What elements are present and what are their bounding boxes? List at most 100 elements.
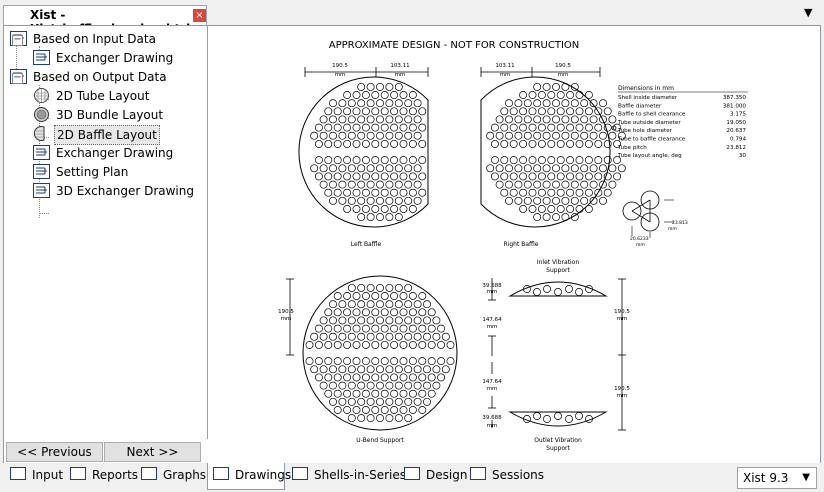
drawing-header: APPROXIMATE DESIGN - NOT FOR CONSTRUCTIO… — [329, 40, 580, 51]
tube-hole — [385, 99, 394, 108]
tube-hole — [361, 308, 370, 317]
tab-reports[interactable]: Reports — [68, 463, 139, 490]
dim-left-baffle — [304, 67, 429, 77]
tube-hole — [404, 397, 413, 406]
left-baffle-outline — [298, 76, 429, 228]
tube-hole — [547, 188, 556, 197]
tube-hole — [589, 115, 598, 124]
dim-vib-1-unit: mm — [487, 289, 498, 295]
dim-right-b-unit: mm — [558, 72, 569, 78]
tube-hole — [552, 164, 560, 173]
previous-button[interactable]: << Previous — [6, 442, 103, 462]
next-button[interactable]: Next >> — [104, 442, 201, 462]
tube-hole — [343, 292, 352, 300]
tube-hole — [371, 156, 380, 165]
tube-hole — [333, 139, 342, 148]
tube-hole — [361, 357, 370, 366]
tube-hole — [432, 365, 441, 374]
tube-hole — [528, 91, 537, 99]
tube-hole — [333, 123, 342, 132]
close-icon[interactable]: × — [193, 9, 206, 22]
tube-hole — [418, 389, 427, 398]
tube-hole — [333, 188, 342, 197]
tube-hole — [556, 205, 565, 213]
tube-hole — [352, 406, 361, 414]
dimension-label: Baffle to shell clearance — [618, 112, 686, 118]
tab-design[interactable]: Design — [402, 463, 467, 490]
collapse-toggle-icon[interactable]: − — [12, 72, 23, 84]
tube-hole — [310, 131, 319, 140]
tube-hole — [380, 156, 389, 165]
tube-hole — [533, 131, 542, 140]
tube-hole — [371, 292, 380, 300]
tube-hole — [552, 180, 560, 189]
tube-hole — [432, 316, 441, 325]
tube-hole — [570, 196, 579, 205]
tube-hole — [399, 389, 408, 398]
tube-hole — [561, 82, 570, 91]
tab-shells-in-series[interactable]: Shells-in-Series — [290, 463, 406, 490]
tube-hole — [418, 172, 427, 181]
tube-hole — [542, 99, 551, 108]
tube-hole — [580, 164, 589, 173]
tab-drawings[interactable]: Drawings — [207, 463, 291, 490]
tube-hole — [376, 99, 384, 108]
tube-hole — [357, 365, 366, 374]
tab-sessions[interactable]: Sessions — [468, 463, 544, 490]
tube-hole — [617, 131, 626, 140]
tube-hole-marker-icon — [611, 125, 617, 131]
tube-hole — [404, 316, 413, 325]
tube-hole — [523, 180, 532, 189]
input-icon — [10, 467, 26, 480]
tube-hole — [570, 180, 579, 189]
tube-hole — [528, 123, 537, 132]
tube-hole — [319, 131, 328, 140]
tube-hole — [561, 99, 570, 108]
tube-hole — [427, 373, 436, 382]
tube-hole — [575, 156, 584, 165]
tube-hole — [565, 285, 573, 293]
collapse-toggle-icon[interactable]: − — [12, 34, 23, 46]
tube-hole — [385, 332, 394, 341]
exchanger-icon — [33, 50, 50, 65]
tube-hole — [394, 283, 403, 292]
tube-hole — [371, 205, 380, 213]
tube-hole — [343, 139, 352, 148]
tube-hole — [523, 115, 532, 124]
tube-hole — [589, 196, 598, 205]
tube-hole — [394, 196, 403, 205]
tube-hole — [533, 180, 542, 189]
tube-hole — [399, 324, 408, 333]
tube-hole — [556, 188, 565, 197]
tube-hole — [514, 180, 523, 189]
tube-hole — [347, 196, 356, 205]
dim-vibration-right — [618, 278, 626, 431]
tube-hole — [314, 340, 323, 349]
dim-left-b: 103.11 — [390, 63, 409, 69]
tube-hole — [566, 156, 575, 165]
tube-hole — [566, 91, 575, 99]
tube-hole — [390, 123, 399, 132]
tube-hole — [366, 283, 375, 292]
version-select[interactable]: Xist 9.3 ▼ — [737, 467, 817, 489]
tube-hole — [547, 91, 556, 99]
tube-hole — [543, 285, 551, 293]
tube-hole — [399, 91, 408, 99]
tube-hole — [347, 316, 356, 325]
tab-label: Sessions — [492, 468, 545, 482]
tube-hole — [423, 381, 431, 390]
document-tab[interactable]: Xist - Xist_baffle_drawing.htri × — [3, 5, 207, 36]
dim-left-a-unit: mm — [335, 72, 346, 78]
dim-right-side-top: 190.5 — [614, 309, 630, 315]
tube-hole — [589, 164, 598, 173]
dimension-label: Shell inside diameter — [618, 95, 678, 101]
tube-hole — [361, 205, 370, 213]
tube-hole — [390, 188, 399, 197]
tab-graphs[interactable]: Graphs — [139, 463, 206, 490]
dim-vibration-left — [488, 278, 496, 428]
chevron-down-icon[interactable]: ▼ — [804, 6, 813, 19]
tube-hole — [533, 412, 541, 420]
tab-label: Reports — [92, 468, 139, 482]
tube-hole — [561, 180, 570, 189]
tab-input[interactable]: Input — [8, 463, 66, 490]
